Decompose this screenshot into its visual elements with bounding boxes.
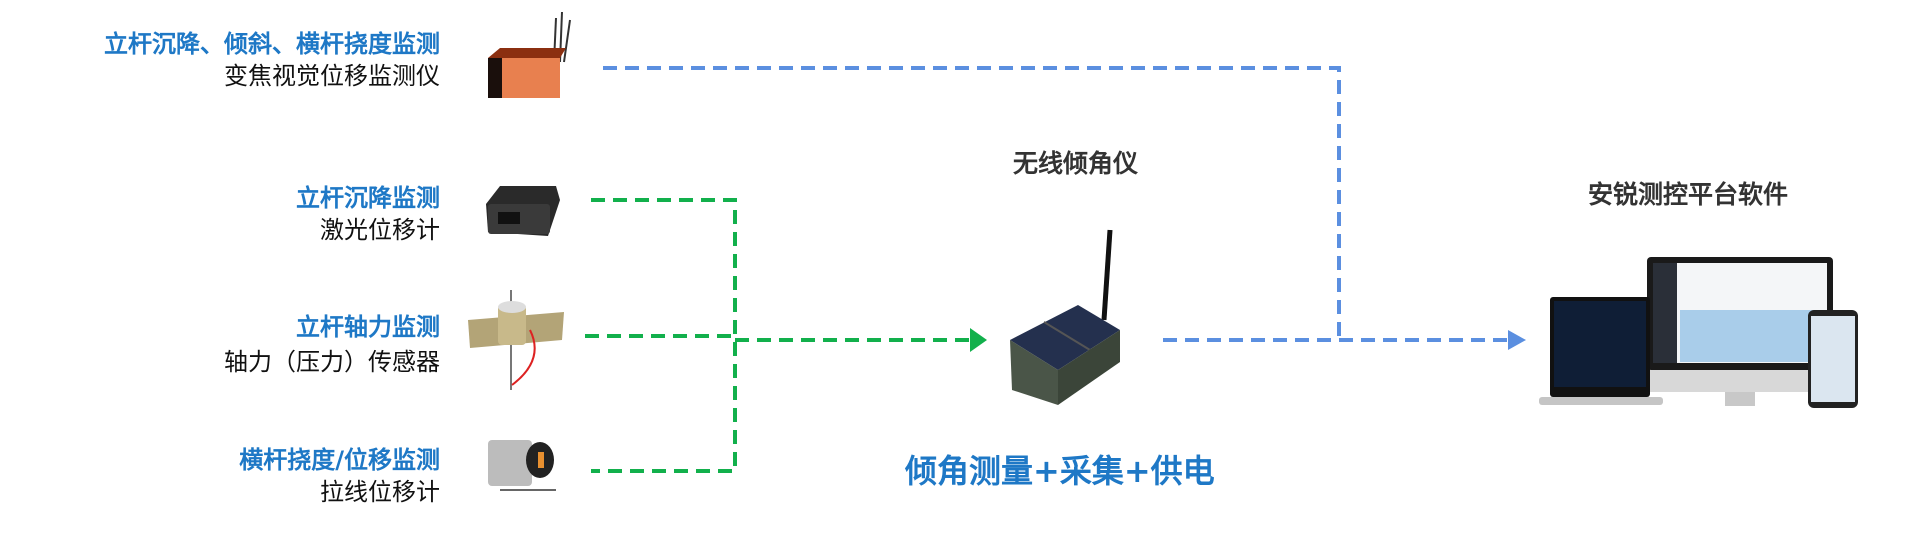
sensor-1-device: 变焦视觉位移监测仪 — [224, 62, 440, 90]
sensor-1-purpose: 立杆沉降、倾斜、横杆挠度监测 — [104, 30, 440, 58]
sensor-link-lines — [585, 198, 970, 473]
axial-force-sensor-icon — [468, 290, 564, 390]
laser-displacement-meter-icon — [486, 186, 560, 236]
sensor-4-purpose: 横杆挠度/位移监测 — [239, 446, 440, 474]
wireless-link-line — [603, 66, 1510, 342]
sensor-4-device: 拉线位移计 — [320, 478, 440, 506]
arrow-to-platform-icon — [1508, 330, 1526, 350]
platform-title: 安锐测控平台软件 — [1588, 180, 1789, 209]
tiltmeter-title: 无线倾角仪 — [1013, 149, 1139, 178]
sensor-2-purpose: 立杆沉降监测 — [296, 184, 440, 212]
platform-devices-icon — [1539, 257, 1858, 408]
sensor-3-purpose: 立杆轴力监测 — [296, 313, 440, 341]
sensor-2-device: 激光位移计 — [320, 216, 440, 244]
sensor-3-device: 轴力（压力）传感器 — [224, 348, 440, 376]
wireless-tiltmeter-icon — [1010, 229, 1120, 405]
visual-displacement-monitor-icon — [488, 11, 571, 98]
draw-wire-sensor-icon — [488, 440, 556, 491]
arrow-to-tiltmeter-icon — [970, 328, 987, 352]
tiltmeter-caption: 倾角测量+采集+供电 — [905, 452, 1215, 490]
